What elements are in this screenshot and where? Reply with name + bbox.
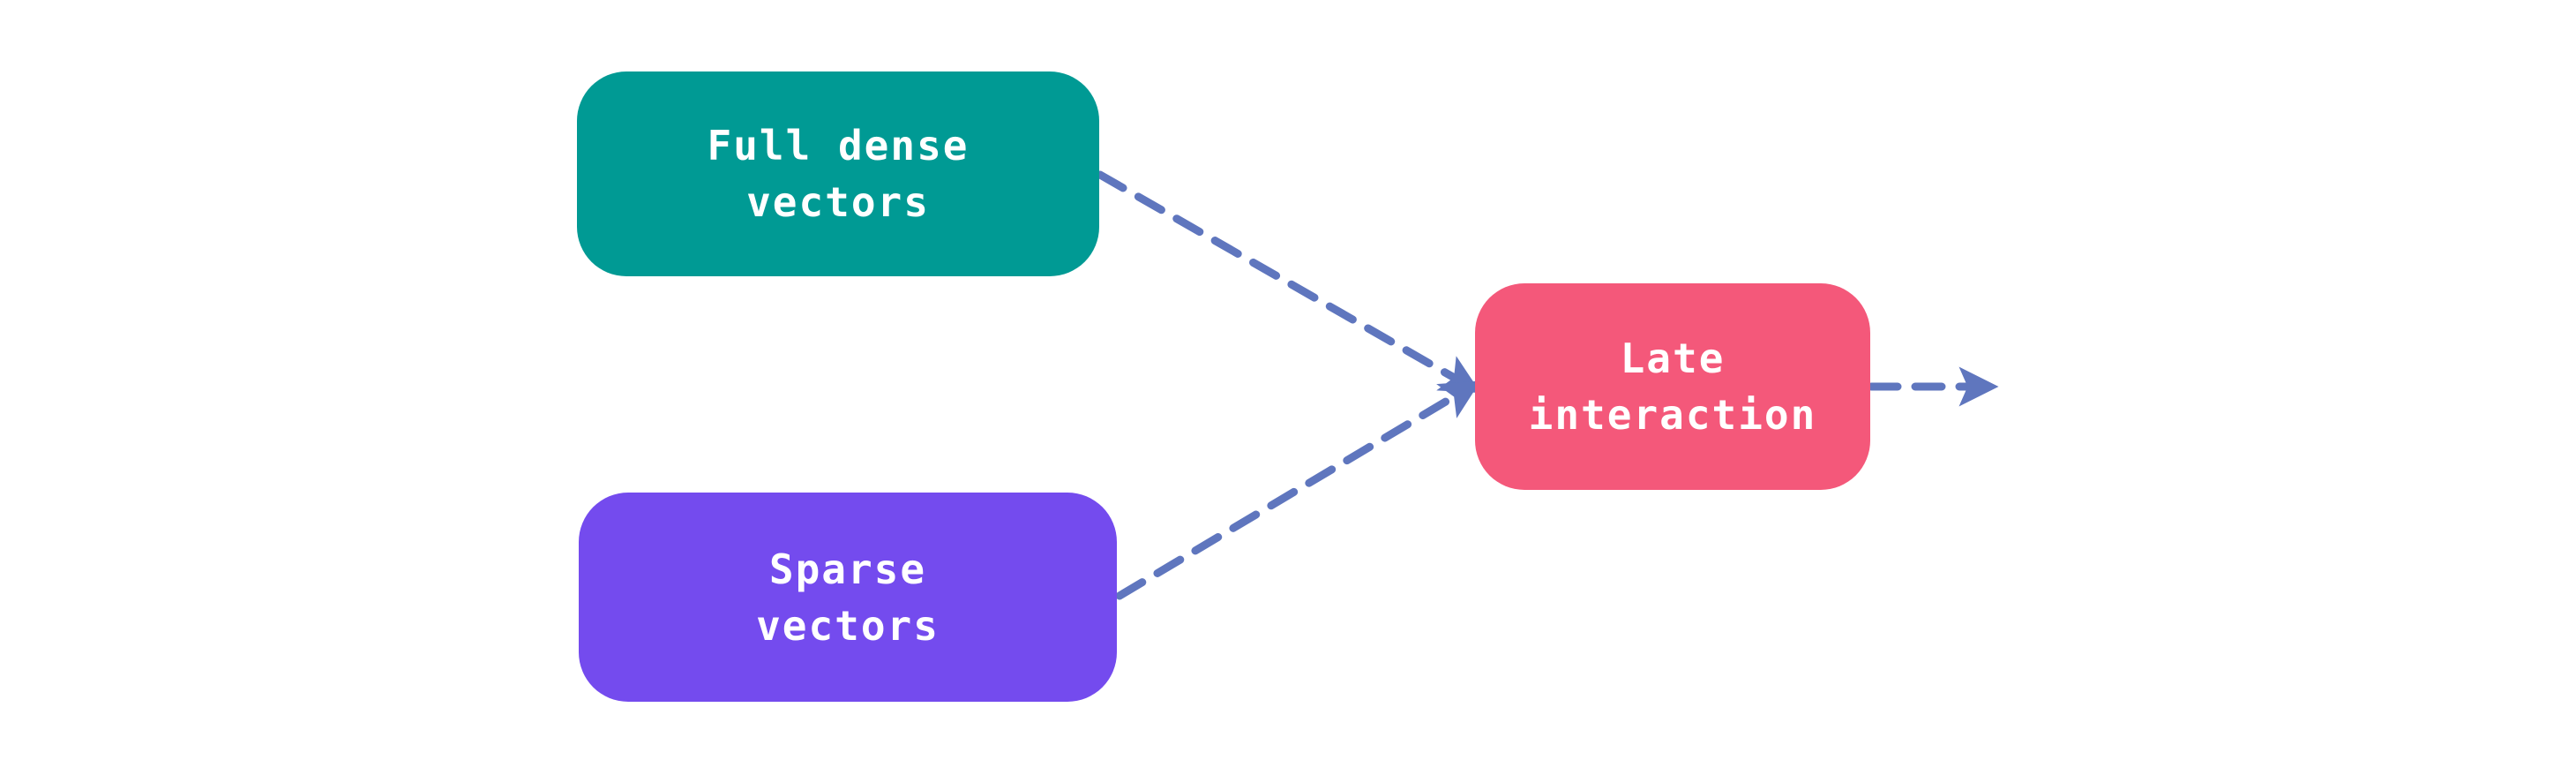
node-late-interaction: Late interaction [1475,283,1870,490]
node-label-line: vectors [756,601,940,650]
node-label-line: vectors [746,178,930,226]
node-label-line: Full dense [707,122,970,169]
node-label-line: Sparse [768,545,927,593]
node-full-dense-vectors: Full dense vectors [577,71,1099,276]
node-sparse-vectors: Sparse vectors [579,493,1117,702]
edge-sparse-to-late-interaction [1115,380,1481,600]
node-label-line: interaction [1528,391,1817,439]
edge-full-dense-to-late-interaction [1096,170,1481,394]
node-label-line: Late [1620,335,1726,382]
